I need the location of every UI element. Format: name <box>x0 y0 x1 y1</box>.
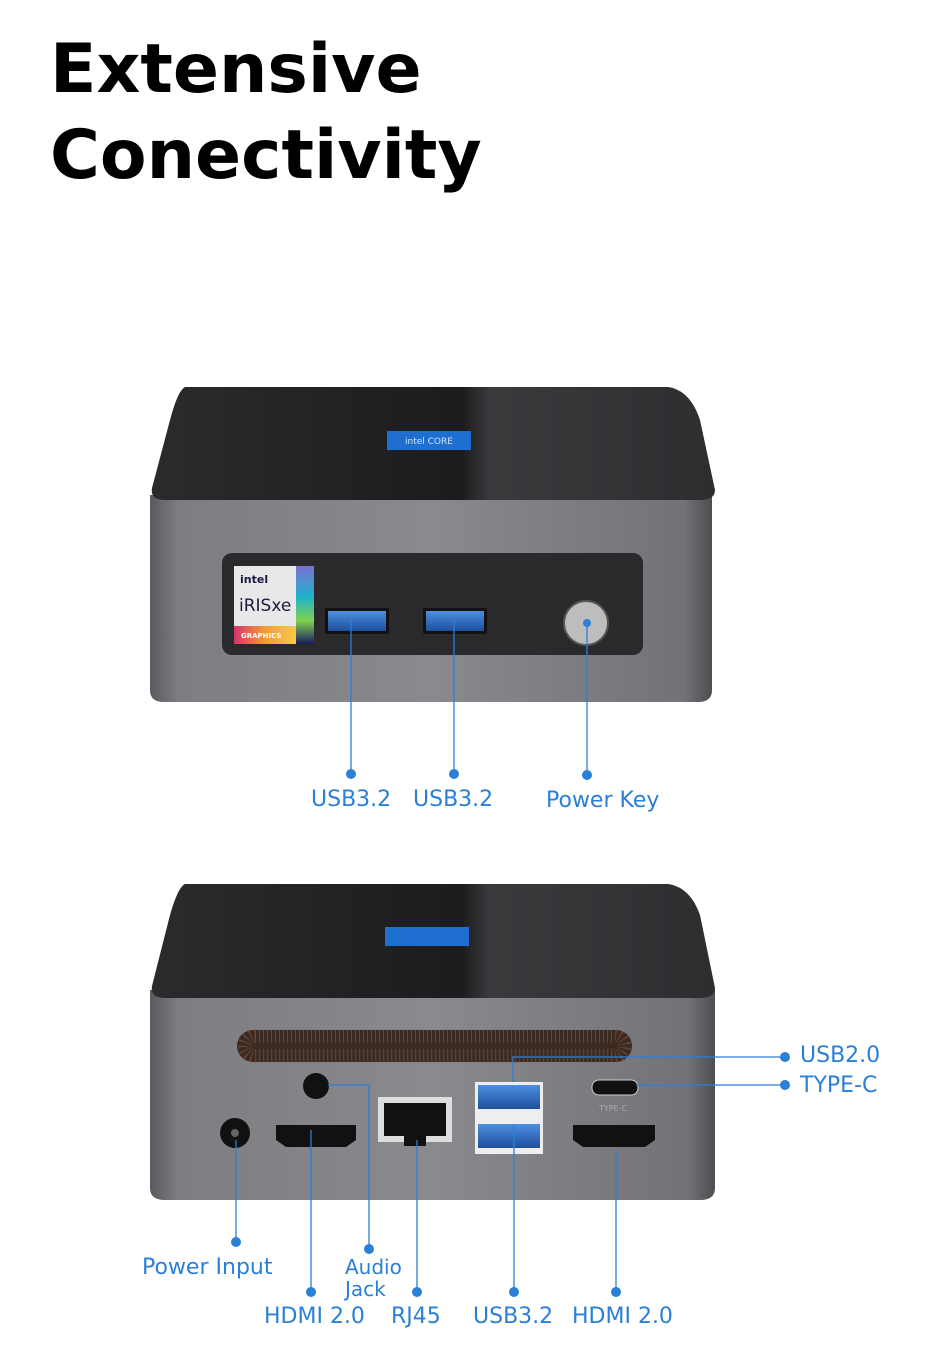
label-rear-usb32: USB3.2 <box>473 1304 554 1329</box>
usb3-port-2 <box>423 608 487 634</box>
intel-core-badge <box>387 431 471 450</box>
hdmi-port-2 <box>573 1125 655 1147</box>
intel-core-badge-rear <box>385 927 469 946</box>
rear-device: TYPE-C <box>150 884 715 1200</box>
graphics-brand-text: intel <box>240 573 268 586</box>
label-rj45: RJ45 <box>391 1304 441 1329</box>
label-power-key: Power Key <box>546 788 660 813</box>
callout-dots <box>231 619 790 1297</box>
hdmi-port-1 <box>276 1125 356 1147</box>
graphics-name-text: iRISxe <box>239 596 291 616</box>
title-line-2: Conectivity <box>50 116 482 195</box>
type-c-marking: TYPE-C <box>598 1104 628 1113</box>
label-front-usb32-1: USB3.2 <box>311 787 392 812</box>
label-type-c: TYPE-C <box>800 1073 878 1098</box>
label-hdmi-1: HDMI 2.0 <box>264 1304 365 1329</box>
intel-core-badge-text: intel CORE <box>405 437 453 447</box>
type-c-port <box>591 1079 639 1096</box>
front-device: intel CORE intel iRISxe GRAPHICS <box>150 387 715 702</box>
label-audio-jack: Audio Jack <box>345 1255 402 1301</box>
usb3-port-1 <box>325 608 389 634</box>
label-power-input: Power Input <box>142 1255 273 1280</box>
audio-jack <box>303 1073 329 1099</box>
intel-iris-xe-badge: intel iRISxe GRAPHICS <box>234 566 314 644</box>
label-front-usb32-2: USB3.2 <box>413 787 494 812</box>
label-hdmi-2: HDMI 2.0 <box>572 1304 673 1329</box>
label-usb20: USB2.0 <box>800 1043 881 1068</box>
graphics-sub-text: GRAPHICS <box>241 632 281 640</box>
title-line-1: Extensive <box>50 30 422 109</box>
callout-lines <box>235 620 785 1292</box>
